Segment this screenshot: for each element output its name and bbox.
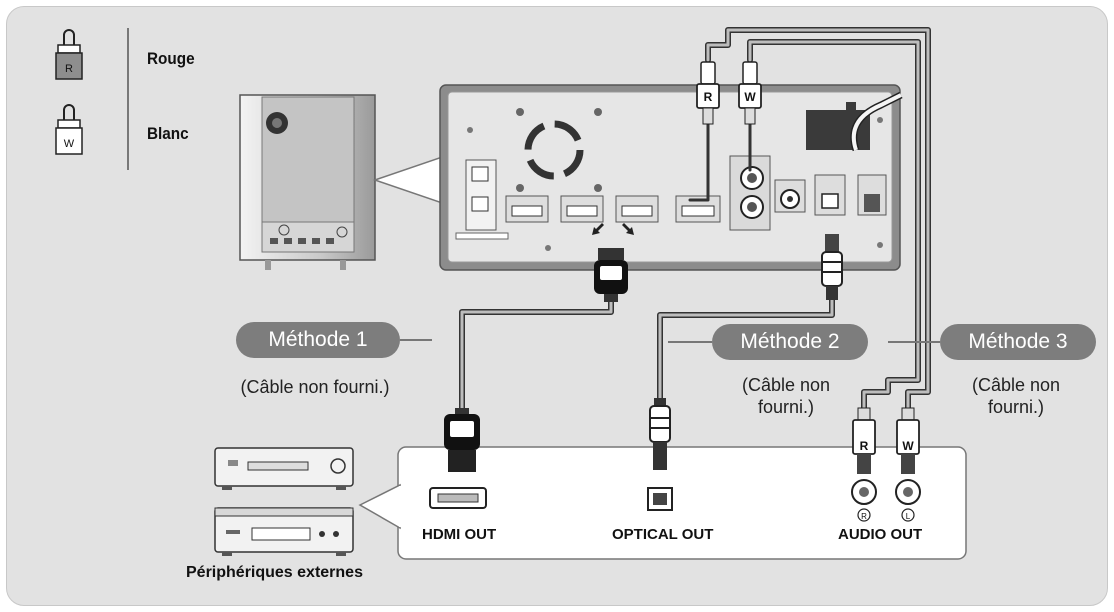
external-device-panel [358, 446, 967, 560]
hdmi-plug-bottom [444, 408, 480, 472]
audio-out-label: AUDIO OUT [838, 526, 923, 543]
rca-plug-w-bottom [896, 407, 920, 474]
method-2-pill: Méthode 2 [712, 324, 868, 360]
white-plug-icon [55, 104, 83, 155]
panel-callout [372, 153, 449, 207]
rear-panel [439, 84, 903, 271]
rca-plug-r-top [696, 61, 720, 125]
legend-w-letter: W [64, 138, 75, 150]
method-2-note: (Câble non fourni.) [716, 374, 856, 418]
method-3-pill: Méthode 3 [940, 324, 1096, 360]
method-3-note-line2: fourni.) [987, 397, 1045, 417]
legend-red-label: Rouge [147, 49, 195, 68]
audio-jack-l-icon [895, 479, 921, 522]
top-r-plug-letter: R [704, 90, 713, 104]
audio-l-mark: L [906, 512, 911, 521]
subwoofer-unit [239, 94, 376, 270]
red-plug-icon [55, 29, 83, 80]
legend-white-label: Blanc [147, 124, 189, 143]
top-w-plug-letter: W [744, 90, 756, 104]
method-3-note: (Câble non fourni.) [946, 374, 1086, 418]
rca-plug-r-bottom [852, 407, 876, 474]
optical-plug-top [821, 234, 843, 300]
hdmi-plug-top [594, 248, 628, 302]
method-2-note-line1: (Câble non [741, 375, 831, 395]
optical-plug-bottom [649, 398, 671, 470]
cables [459, 27, 931, 413]
optical-out-port-icon [647, 487, 673, 511]
external-device-player [214, 447, 354, 490]
hdmi-out-port-icon [429, 487, 487, 509]
hdmi-out-label: HDMI OUT [422, 526, 497, 543]
hdmi-arrows [592, 223, 634, 235]
legend-r-letter: R [65, 63, 73, 75]
method-1-note: (Câble non fourni.) [240, 377, 390, 397]
external-device-receiver [214, 507, 354, 556]
audio-r-mark: R [861, 512, 867, 521]
external-devices-label: Périphériques externes [186, 564, 363, 581]
audio-jack-r-icon [851, 479, 877, 522]
optical-out-label: OPTICAL OUT [612, 526, 714, 543]
method-2-note-line2: fourni.) [757, 397, 815, 417]
method-3-note-line1: (Câble non [971, 375, 1061, 395]
bottom-r-plug-letter: R [860, 439, 869, 453]
bottom-w-plug-letter: W [902, 439, 914, 453]
rca-plug-w-top [738, 61, 762, 125]
method-1-pill: Méthode 1 [236, 322, 400, 358]
